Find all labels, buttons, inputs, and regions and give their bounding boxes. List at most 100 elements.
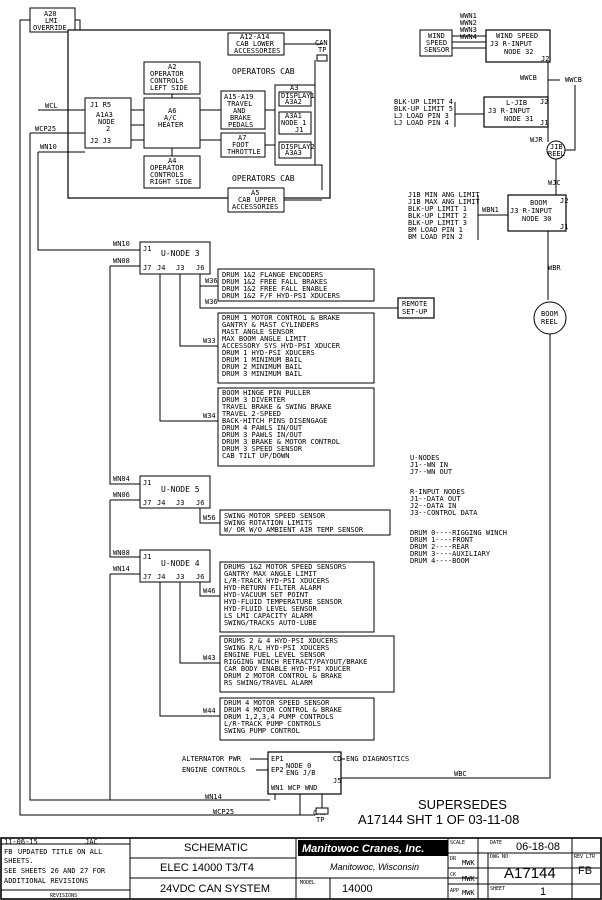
wwn-label: WWN1 (460, 12, 477, 20)
list-item: DRUM 1&2 FREE FALL ENABLE (222, 285, 327, 293)
list-item: CAB TILT UP/DOWN (222, 452, 289, 460)
a7-line: A7 (238, 134, 246, 142)
unode3-j7: J7 (143, 264, 151, 272)
a2-line: LEFT SIDE (150, 84, 188, 92)
wind-sensor-line: SENSOR (424, 46, 450, 54)
wwcb-label-b: WWCB (565, 76, 582, 84)
lmi-override-box: A20 LMI OVERRIDE (29, 7, 76, 33)
title-block: 11-06-15 JAC FB UPDATED TITLE ON ALL SHE… (0, 837, 602, 900)
sheet-label: SHEET (490, 886, 505, 892)
boom-list-item: BLK-UP LIMIT 2 (408, 212, 467, 220)
unode4-title: U-NODE 4 (161, 559, 200, 568)
cab-can-label: CAN (315, 39, 328, 47)
list-item: BACK-HITCH PINS DISENGAGE (222, 417, 327, 425)
ljib-line: NODE 31 (504, 115, 534, 123)
scale-label: SCALE (450, 840, 465, 846)
ljib-j1: J1 (540, 119, 548, 127)
ck-value: MWK (462, 875, 475, 883)
node0-label: NODE 0 (286, 762, 311, 770)
legend-line: DRUM 4----BOOM (410, 557, 469, 565)
blk-list-item: LJ LOAD PIN 4 (394, 119, 449, 127)
ep2-label: EP2 (271, 766, 284, 774)
wwn-label: WWN3 (460, 26, 477, 34)
rev-note-line: ADDITIONAL REVISIONS (4, 877, 88, 885)
list-item: DRUM 4 MOTOR CONTROL & BRAKE (224, 706, 342, 714)
alternator-label: ALTERNATOR PWR (182, 755, 242, 763)
cab-title-bottom: OPERATORS CAB (232, 174, 295, 183)
a15-line: A15-A19 (224, 93, 254, 101)
w43-label: W43 (203, 654, 216, 662)
list-item: DRUM 3 PAWLS IN/OUT (222, 431, 303, 439)
rev-date: 11-06-15 (4, 838, 38, 846)
ck-label: CK (450, 872, 456, 878)
legend-line: R-INPUT NODES (410, 488, 465, 496)
list-item: MAX BOOM ANGLE LIMIT (222, 335, 307, 343)
a7-line: THROTTLE (227, 148, 261, 156)
a6-line: A6 (168, 107, 176, 115)
list-item: MAST ANGLE SENSOR (222, 328, 294, 336)
a2-line: OPERATOR (150, 70, 185, 78)
date-label: DATE (490, 840, 502, 846)
list-item: TRAVEL BRAKE & SWING BRAKE (222, 403, 332, 411)
wind-node-line: J3 R-INPUT (490, 40, 533, 48)
boom-list-item: BLK-UP LIMIT 3 (408, 219, 467, 227)
a15-line: BRAKE (230, 114, 251, 122)
boom-list-item: BM LOAD PIN 2 (408, 233, 463, 241)
a1-line: J2 J3 (90, 137, 111, 145)
legend-line: J2--DATA IN (410, 502, 456, 510)
legend-line: J3--CONTROL DATA (410, 509, 478, 517)
unode3-title: U-NODE 3 (161, 249, 200, 258)
a1-line: NODE (98, 118, 115, 126)
unode3-j4: J4 (157, 264, 165, 272)
node0-tp-label: TP (316, 816, 324, 824)
node0-bottom-label: WN1 WCP WND (271, 784, 317, 792)
wind-node-line: WIND SPEED (496, 32, 538, 40)
list-item: DRUM 1&2 FLANGE ENCODERS (222, 271, 323, 279)
wwn-label: WWN4 (460, 33, 477, 41)
list-item: DRUMS 1&2 MOTOR SPEED SENSORS (224, 563, 346, 571)
boom-node-line: J3 R-INPUT (510, 207, 553, 215)
a1-line: J1 R5 (90, 101, 111, 109)
j5-label: J5 (333, 777, 341, 785)
boom-j2: J2 (560, 197, 568, 205)
list-item: DRUM 2 MINIMUM BAIL (222, 363, 302, 371)
wn10-label-b: WN10 (113, 240, 130, 248)
boom-list-item: J1B MIN ANG LIMIT (408, 191, 480, 199)
cd-label: CD (333, 755, 341, 763)
wjc-label: WJC (548, 179, 561, 187)
legend-line: DRUM 2----REAR (410, 543, 470, 551)
unode5-group: J1 U-NODE 5 J7 J4 J3 J6 W56 SWING MOTOR … (139, 475, 391, 536)
list-item: LS LMI CAPACITY ALARM (224, 612, 313, 620)
company-city: Manitowoc, Wisconsin (330, 862, 419, 872)
list-item: SWING ROTATION LIMITS (224, 519, 313, 527)
a5-line: ACCESSORIES (232, 203, 278, 211)
list-item: HYD-VACUUM SET POINT (224, 591, 309, 599)
a4-line: A4 (168, 157, 176, 165)
a4-line: RIGHT SIDE (150, 178, 192, 186)
legend-line: DRUM 1----FRONT (410, 536, 474, 544)
cab-title-top: OPERATORS CAB (232, 67, 295, 76)
a3a1-j1: J1 (295, 126, 303, 134)
list-item: DRUM 3 DIVERTER (222, 396, 286, 404)
ep1-label: EP1 (271, 755, 284, 763)
wn06-label: WN06 (113, 491, 130, 499)
a12-cab-lower: CAB LOWER (236, 40, 275, 48)
list-item: ENGINE FUEL LEVEL SENSOR (224, 651, 326, 659)
blk-list-item: LJ LOAD PIN 3 (394, 112, 449, 120)
legend-line: J7--WN OUT (410, 468, 453, 476)
list-item: W/ OR W/O AMBIENT AIR TEMP SENSOR (224, 526, 364, 534)
desc-schematic: SCHEMATIC (184, 842, 248, 854)
unode3-j1: J1 (143, 245, 151, 253)
a5-line: A5 (251, 189, 259, 197)
a15-line: PEDALS (228, 121, 253, 129)
wind-node-line: NODE 32 (504, 48, 534, 56)
wwn-label: WWN2 (460, 19, 477, 27)
list-item: DRUM 1 MINIMUM BAIL (222, 356, 302, 364)
a15-line: TRAVEL (227, 100, 252, 108)
list-item: RS SWING/TRAVEL ALARM (224, 679, 313, 687)
unode4-group: J1 U-NODE 4 J7 J4 J3 J6 W46 W43 W44 DRUM… (139, 549, 395, 741)
boom-reel-line: BOOM (541, 310, 558, 318)
wn14-label: WN14 (113, 565, 130, 573)
list-item: DRUMS 2 & 4 HYD-PSI XDUCERS (224, 637, 338, 645)
